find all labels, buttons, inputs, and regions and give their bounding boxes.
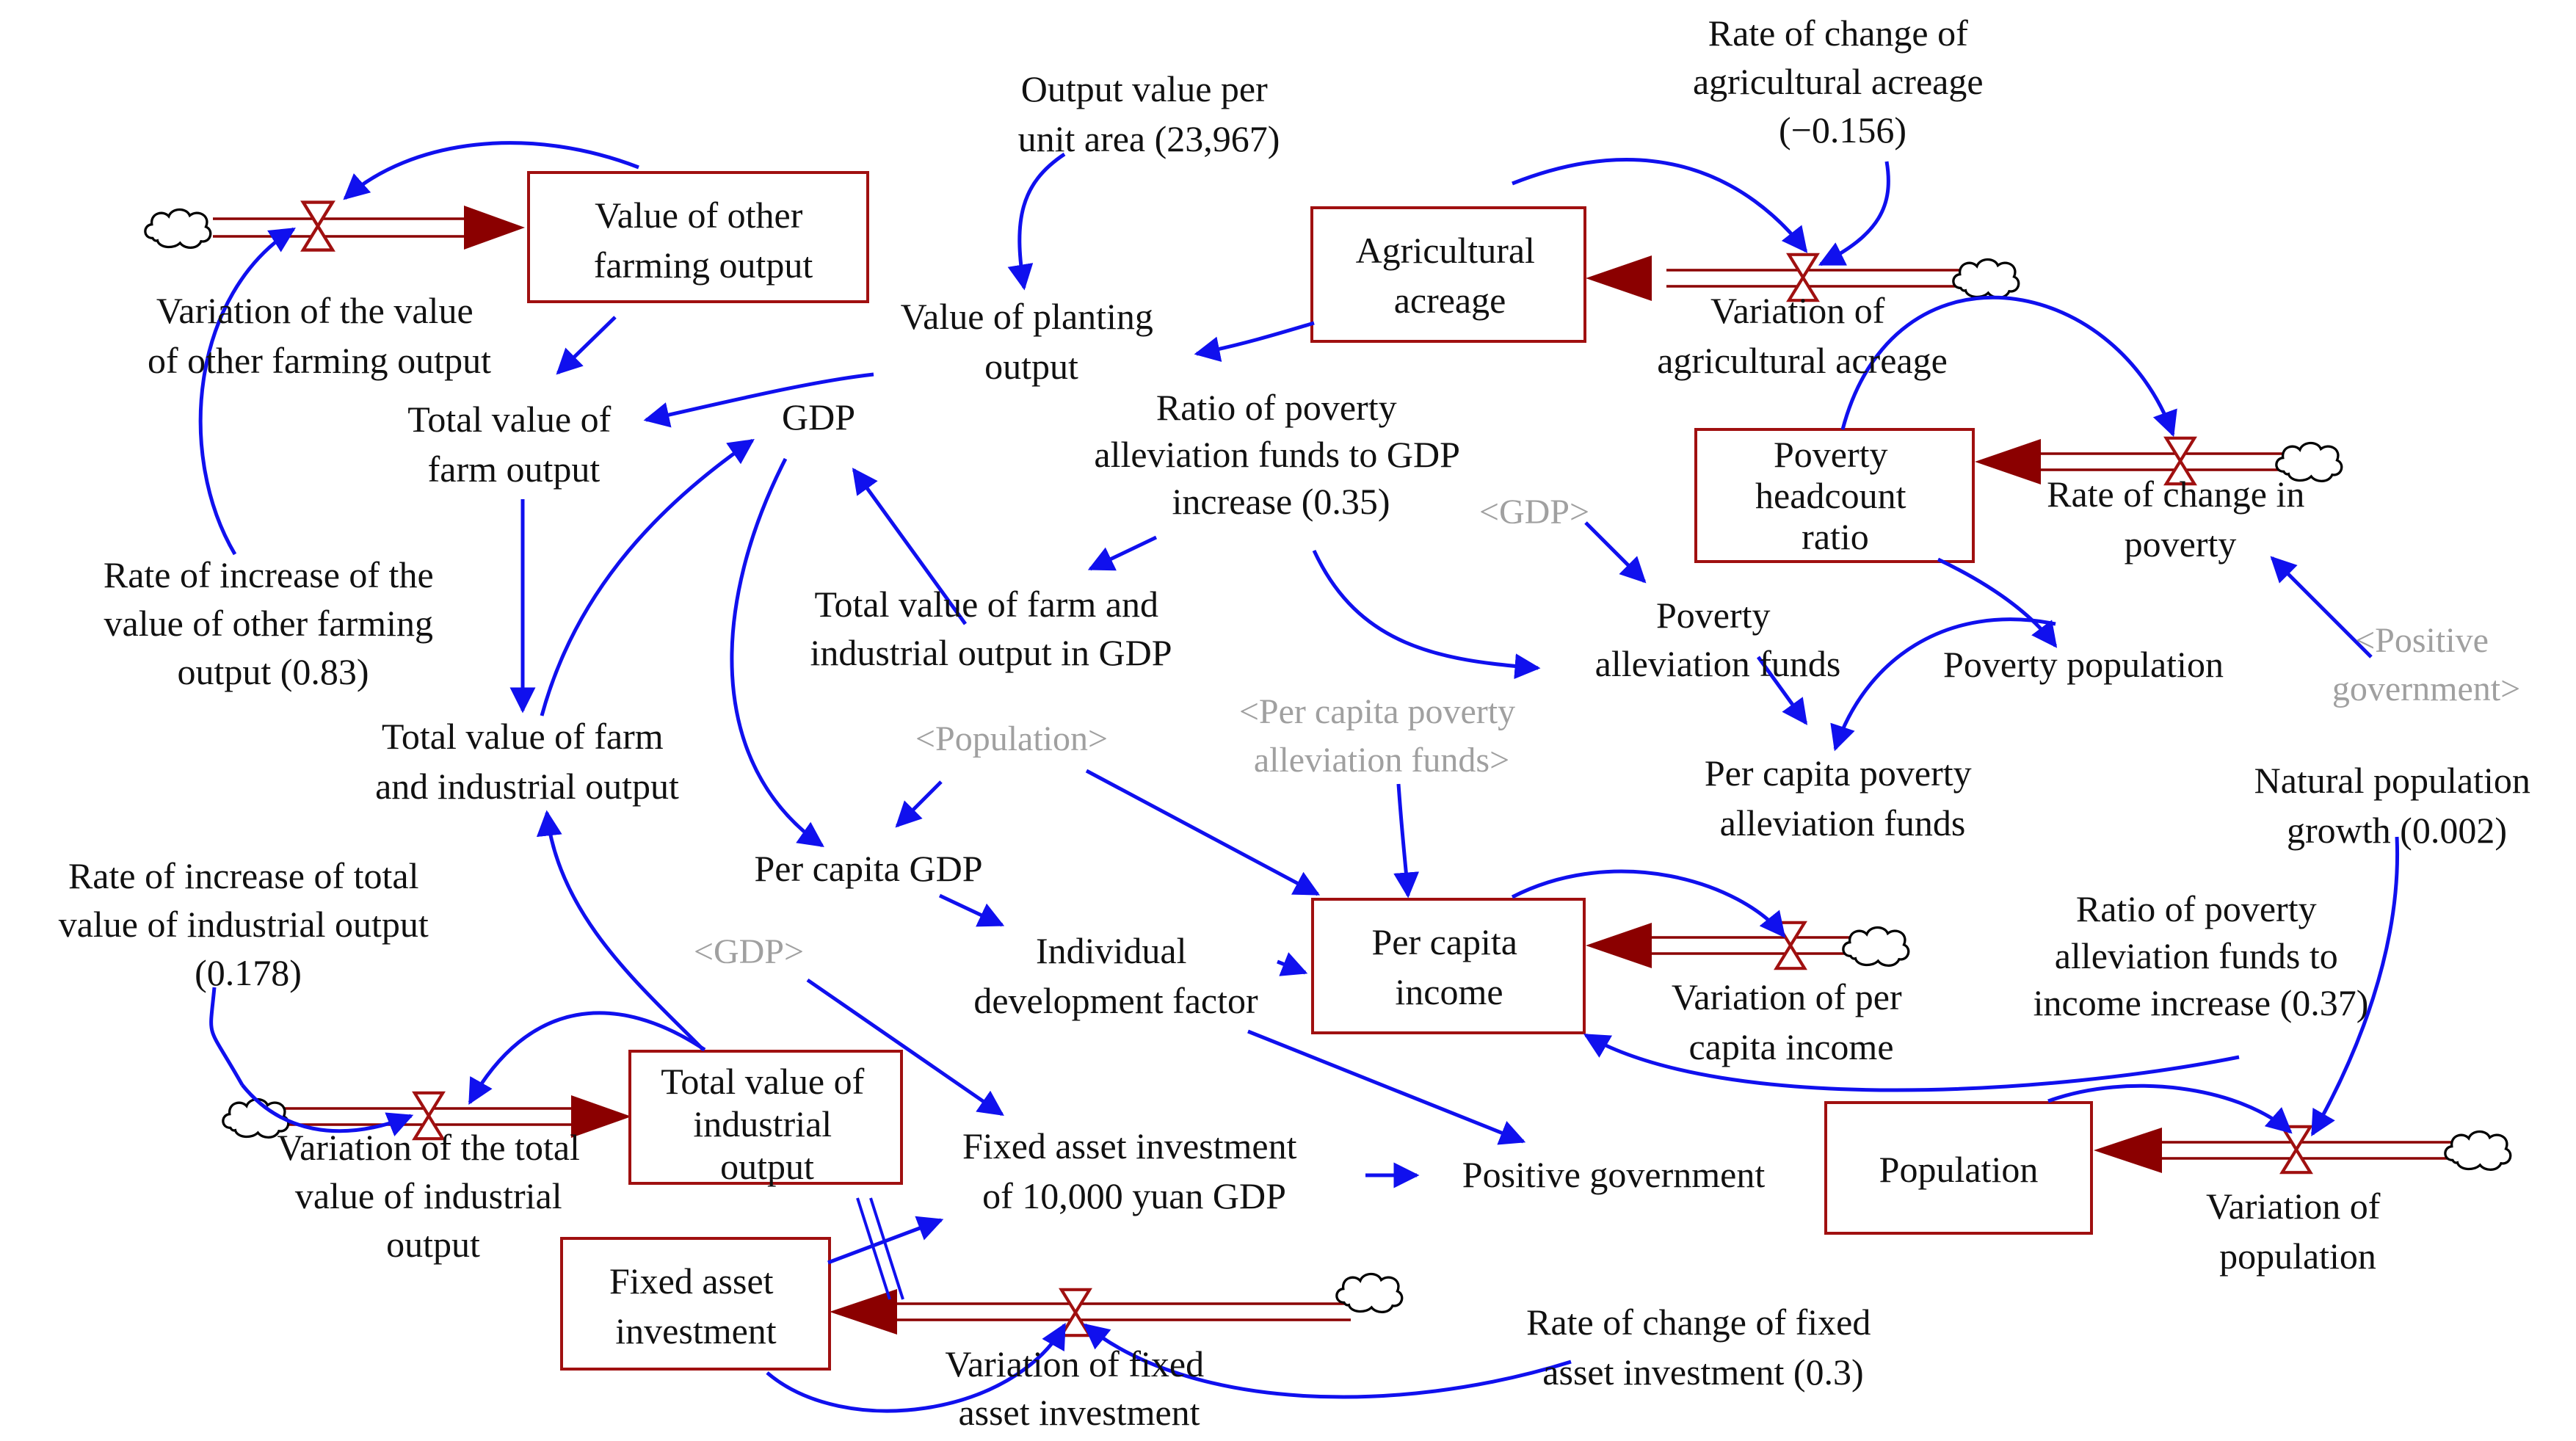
var-output-per-area: Output value per unit area (23,967) <box>1018 68 1280 159</box>
var-poverty-population: Poverty population <box>1943 644 2224 685</box>
var-total-farm-ind: Total value of farm and industrial outpu… <box>375 716 679 807</box>
stock-poverty-headcount: Poverty headcount ratio <box>1755 434 1915 557</box>
stock-poverty-headcount-box <box>1694 428 1975 563</box>
stock-per-capita-income: Per capita income <box>1371 921 1526 1012</box>
var-fixed-per-gdp: Fixed asset investment of 10,000 yuan GD… <box>962 1125 1306 1216</box>
var-poverty-funds: Poverty alleviation funds <box>1595 595 1841 684</box>
stock-value-other-farming: Value of other farming output <box>594 195 813 286</box>
var-ratio-income: Ratio of poverty alleviation funds to in… <box>2033 888 2369 1023</box>
var-per-capita-funds: Per capita poverty alleviation funds <box>1705 752 1981 843</box>
var-rate-other-farming: Rate of increase of the value of other f… <box>104 554 443 692</box>
stock-agricultural-acreage: Agricultural acreage <box>1356 230 1545 321</box>
var-rate-industrial: Rate of increase of total value of indus… <box>59 855 438 993</box>
flow-var-acreage: Variation of agricultural acreage <box>1657 290 1948 381</box>
labels: Value of other farming output Agricultur… <box>59 12 2540 1433</box>
flow-rate-poverty: Rate of change in poverty <box>2047 473 2314 565</box>
shadow-gdp-1: <GDP> <box>1479 493 1589 531</box>
var-farm-ind-gdp: Total value of farm and industrial outpu… <box>810 584 1172 673</box>
var-value-planting: Value of planting output <box>901 296 1163 387</box>
stock-agricultural-acreage-box <box>1310 206 1586 343</box>
var-positive-gov: Positive government <box>1462 1154 1766 1195</box>
var-rate-acreage: Rate of change of agricultural acreage (… <box>1693 12 1992 150</box>
var-ratio-gdp: Ratio of poverty alleviation funds to GD… <box>1094 387 1467 522</box>
var-rate-fixed: Rate of change of fixed asset investment… <box>1526 1302 1880 1393</box>
var-gdp: GDP <box>782 396 855 438</box>
causal-links <box>198 141 2400 1413</box>
stock-fixed-asset-box <box>560 1237 831 1371</box>
shadow-population: <Population> <box>915 719 1108 758</box>
stock-boxes <box>527 171 2093 1371</box>
pipe-poverty <box>1975 438 2343 484</box>
var-per-capita-gdp: Per capita GDP <box>754 848 982 889</box>
flow-var-population: Variation of population <box>2206 1186 2390 1277</box>
flow-pipes <box>143 203 2512 1336</box>
stock-per-capita-income-box <box>1311 898 1586 1034</box>
stock-population: Population <box>1879 1149 2039 1190</box>
pipe-income <box>1586 923 1910 968</box>
stock-total-industrial-box <box>628 1050 903 1185</box>
pipe-other-farming <box>143 203 525 250</box>
flow-var-other-farming: Variation of the value of other farming … <box>148 290 491 381</box>
shadow-gdp-2: <GDP> <box>694 932 804 971</box>
stock-population-box <box>1824 1101 2093 1235</box>
var-natural-growth: Natural population growth (0.002) <box>2254 760 2540 851</box>
pipe-acreage <box>1586 255 2020 301</box>
pipe-population <box>2094 1127 2512 1173</box>
var-individual-factor: Individual development factor <box>973 930 1258 1021</box>
flow-var-fixed: Variation of fixed asset investment <box>945 1343 1213 1433</box>
stock-total-industrial: Total value of industrial output <box>661 1061 873 1187</box>
flow-var-income: Variation of per capita income <box>1672 976 1911 1067</box>
stock-fixed-asset: Fixed asset investment <box>609 1260 783 1351</box>
shadow-positive-gov: <Positive government> <box>2332 621 2520 708</box>
shadow-per-capita-funds: <Per capita poverty alleviation funds> <box>1239 692 1524 780</box>
shadow-labels: <GDP> <GDP> <Population> <Per capita pov… <box>694 493 2520 971</box>
stock-value-other-farming-box <box>527 171 869 303</box>
double-link <box>856 1197 904 1300</box>
var-total-farm: Total value of farm output <box>407 399 620 490</box>
flow-var-industrial: Variation of the total value of industri… <box>277 1127 589 1265</box>
pipe-fixed-asset <box>830 1272 1404 1335</box>
